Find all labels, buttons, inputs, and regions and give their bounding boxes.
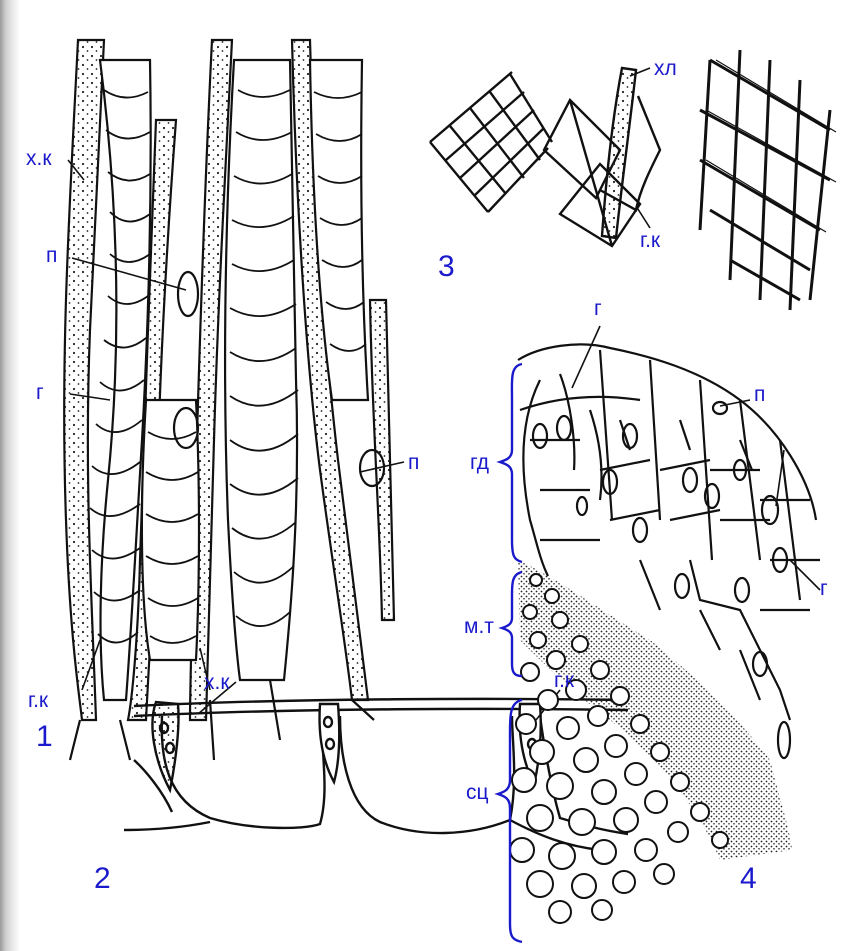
- figure-4-stem-section: [498, 326, 820, 942]
- label-g-fig4-right: г: [820, 578, 828, 599]
- label-hyaline-fig1-g: г: [36, 382, 44, 403]
- figure-number-4: 4: [740, 864, 757, 894]
- label-pore-fig1-right: п: [408, 452, 419, 473]
- figure-3-fibril-grids: [430, 50, 836, 310]
- figure-number-1: 1: [36, 722, 53, 752]
- label-mechanical-tissue-fig4: м.т: [464, 616, 494, 637]
- label-hyaline-cell-fig3: г.к: [640, 230, 660, 251]
- label-pore-fig1-top: п: [46, 245, 57, 266]
- label-hyaline-cell-fig2: г.к: [554, 670, 574, 691]
- figure-1-leaf-surface: [64, 40, 404, 760]
- chlorophyll-rod: [600, 68, 660, 238]
- label-g-fig4-top: г: [594, 298, 602, 319]
- label-chloroplast-fig3: хл: [654, 58, 677, 79]
- pore-oval: [178, 272, 198, 316]
- label-hyalodermis-fig4: гд: [470, 452, 489, 473]
- figure-number-2: 2: [94, 864, 111, 894]
- label-core-fig4: сц: [466, 782, 489, 803]
- label-chlorophyll-cell-fig1-bottom: х.к: [204, 672, 230, 693]
- label-hyaline-cell-fig1: х.к: [26, 148, 52, 169]
- grid-thick: [700, 50, 836, 310]
- figure-number-3: 3: [438, 252, 455, 282]
- label-hyaline-cell-fig1-bottom: г.к: [28, 690, 48, 711]
- label-pore-fig4: п: [754, 384, 765, 405]
- grid-fine: [430, 72, 552, 212]
